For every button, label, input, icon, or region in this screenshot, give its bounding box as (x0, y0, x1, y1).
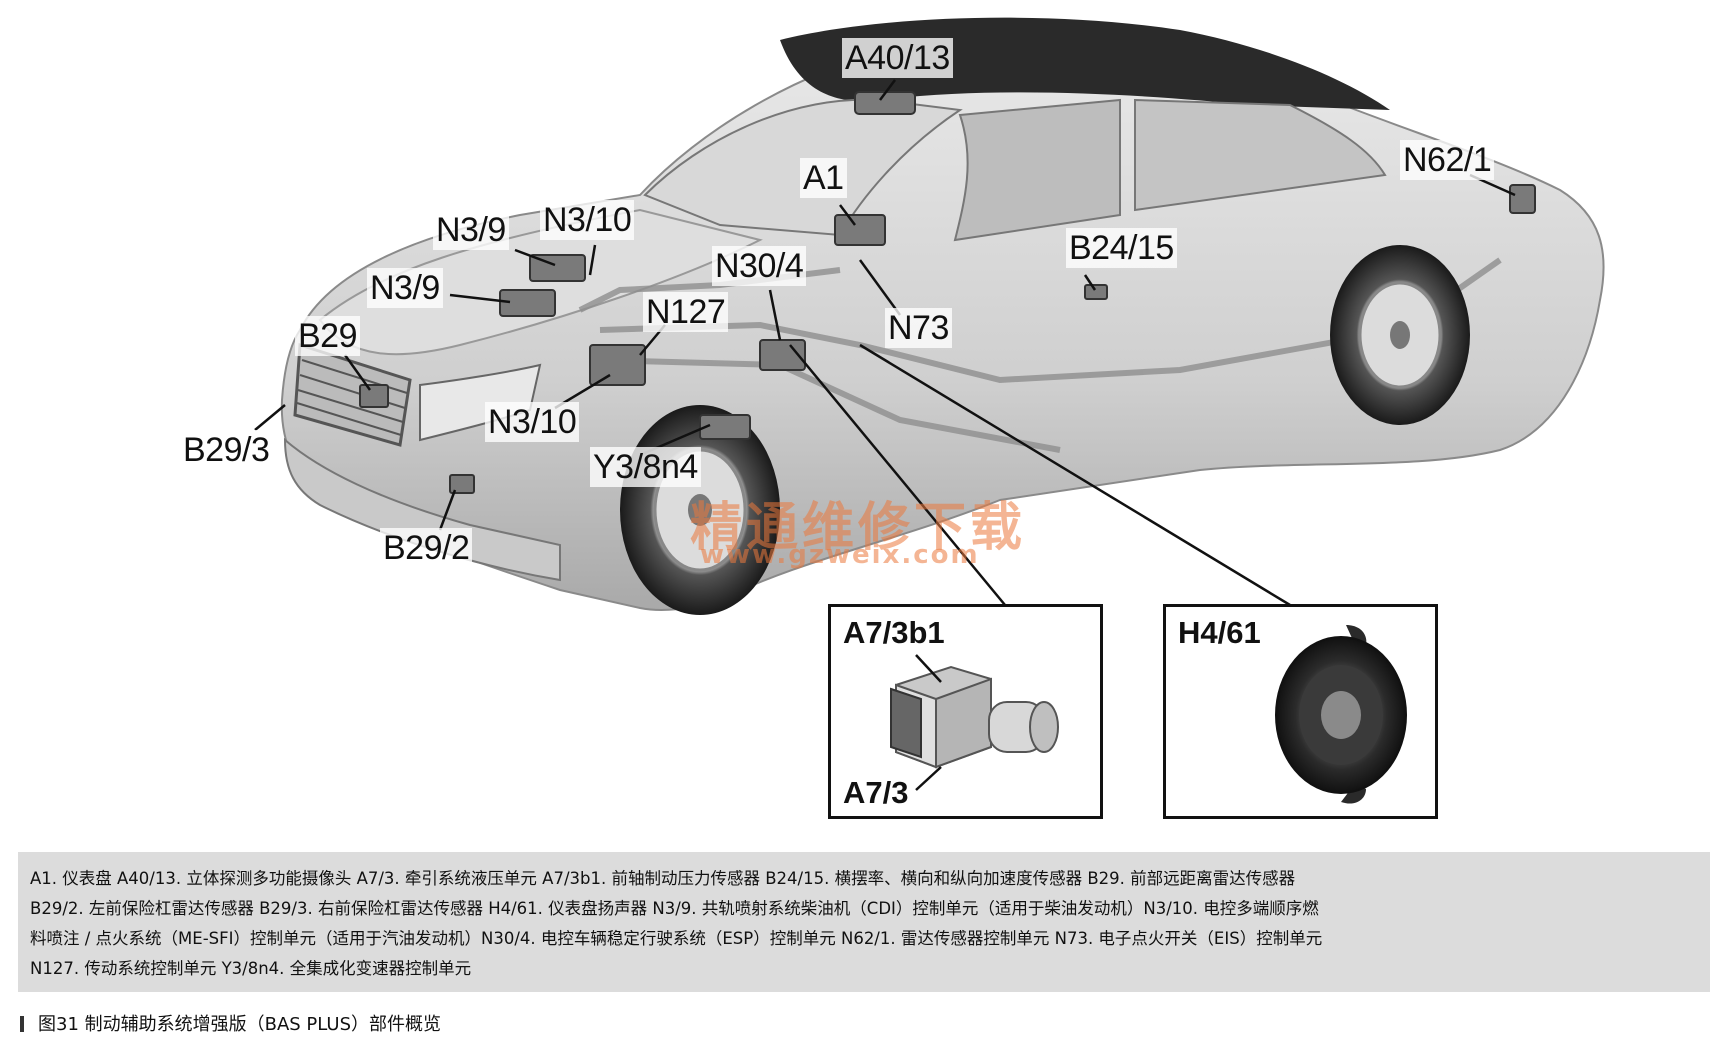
inset-label-a7-3b1: A7/3b1 (843, 615, 945, 650)
component-diagram: A40/13 A1 N62/1 N3/9 N3/10 N30/4 B24/15 … (180, 17, 1605, 819)
headlight (419, 363, 542, 442)
rear-wheel (1330, 245, 1470, 425)
inset-label-a7-3: A7/3 (843, 775, 909, 810)
callout-a1: A1 (800, 158, 847, 198)
figure-caption: 图31 制动辅助系统增强版（BAS PLUS）部件概览 (20, 1010, 441, 1036)
watermark-url: www.gzweix.com (700, 540, 980, 570)
legend-panel: A1. 仪表盘 A40/13. 立体探测多功能摄像头 A7/3. 牵引系统液压单… (18, 852, 1710, 992)
inset-speaker: H4/61 (1163, 604, 1438, 819)
callout-n3-10-upper: N3/10 (540, 200, 635, 240)
hood (318, 208, 763, 356)
callout-b29: B29 (295, 316, 360, 356)
legend-line: 料喷注 / 点火系统（ME-SFI）控制单元（适用于汽油发动机）N30/4. 电… (30, 929, 1323, 948)
speaker-icon (1275, 625, 1407, 804)
leader-lines (254, 79, 1516, 607)
front-grille (293, 342, 412, 447)
callout-b29-2: B29/2 (380, 528, 473, 568)
callout-n62-1: N62/1 (1400, 140, 1495, 180)
callout-n3-9-lower: N3/9 (367, 268, 443, 308)
callout-y3-8n4: Y3/8n4 (590, 447, 701, 487)
legend-line: B29/2. 左前保险杠雷达传感器 B29/3. 右前保险杠雷达传感器 H4/6… (30, 899, 1319, 918)
side-window-rear (1134, 98, 1387, 212)
callout-n30-4: N30/4 (712, 246, 807, 286)
legend-line: N127. 传动系统控制单元 Y3/8n4. 全集成化变速器控制单元 (30, 959, 472, 978)
hydraulic-unit-icon (890, 654, 1059, 791)
watermark-text: 精通维修下载 (690, 497, 1027, 558)
side-window-front (953, 98, 1121, 242)
callout-b29-3: B29/3 (180, 430, 273, 470)
callout-n3-9-upper: N3/9 (433, 210, 509, 250)
callout-n3-10-lower: N3/10 (485, 402, 580, 442)
inset-hydraulic-unit: A7/3b1 A7/3 (828, 604, 1103, 819)
callout-n73: N73 (885, 308, 952, 348)
inset-label-h4-61: H4/61 (1178, 615, 1261, 650)
caption-text: 图31 制动辅助系统增强版（BAS PLUS）部件概览 (38, 1014, 442, 1035)
callout-b24-15: B24/15 (1066, 228, 1177, 268)
front-bumper (283, 437, 561, 582)
caption-marker (20, 1016, 24, 1032)
callout-a40-13: A40/13 (842, 38, 953, 78)
callout-n127: N127 (643, 292, 729, 332)
legend-line: A1. 仪表盘 A40/13. 立体探测多功能摄像头 A7/3. 牵引系统液压单… (30, 869, 1296, 888)
